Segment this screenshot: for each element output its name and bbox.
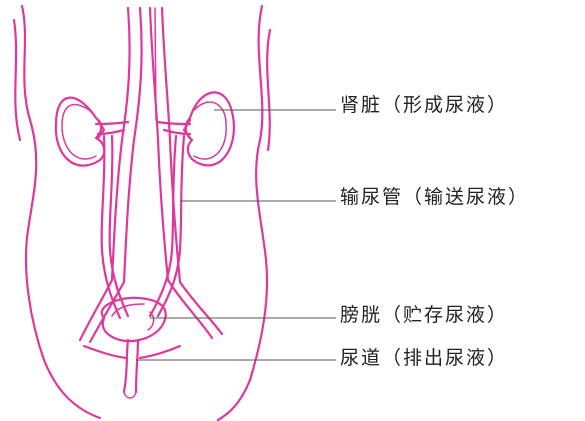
great-vessels <box>112 8 180 282</box>
left-kidney <box>56 98 128 166</box>
kidney-label: 肾脏（形成尿液） <box>340 96 508 115</box>
bladder-label: 膀胱（贮存尿液） <box>340 306 508 325</box>
urethra <box>84 340 180 398</box>
ureter-label: 输尿管（输送尿液） <box>340 188 529 207</box>
urethra-label: 尿道（排出尿液） <box>340 349 508 368</box>
